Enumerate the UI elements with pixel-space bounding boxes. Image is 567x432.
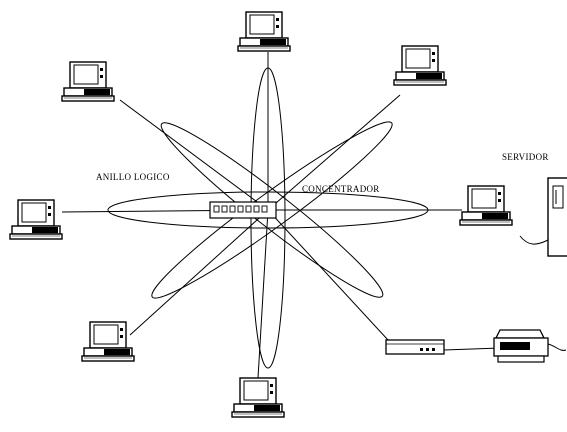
printer-device: [493, 329, 567, 363]
computer-bottom-left: [81, 321, 135, 362]
logical-ring-label: ANILLO LOGICO: [96, 172, 170, 182]
computer-server: [459, 185, 513, 226]
concentrator-hub: [209, 201, 277, 219]
link-bottom-left: [129, 209, 269, 336]
connection-lines: [61, 52, 501, 379]
computer-top-right: [393, 45, 447, 86]
modem-device: [385, 339, 445, 355]
link-top-left: [119, 99, 269, 211]
concentrator-label: CONCENTRADOR: [302, 184, 380, 194]
server-tower: [519, 177, 567, 257]
server-label: SERVIDOR: [502, 152, 549, 162]
computer-top: [237, 11, 291, 52]
link-modem-printer: [443, 347, 501, 351]
computer-left: [9, 199, 63, 240]
computer-top-left: [61, 61, 115, 102]
ring-petal-diag-up: [151, 121, 393, 299]
link-modem: [267, 209, 389, 341]
computer-bottom: [231, 377, 285, 418]
link-top-right: [267, 94, 401, 211]
ring-petal-diag-down: [160, 122, 384, 298]
